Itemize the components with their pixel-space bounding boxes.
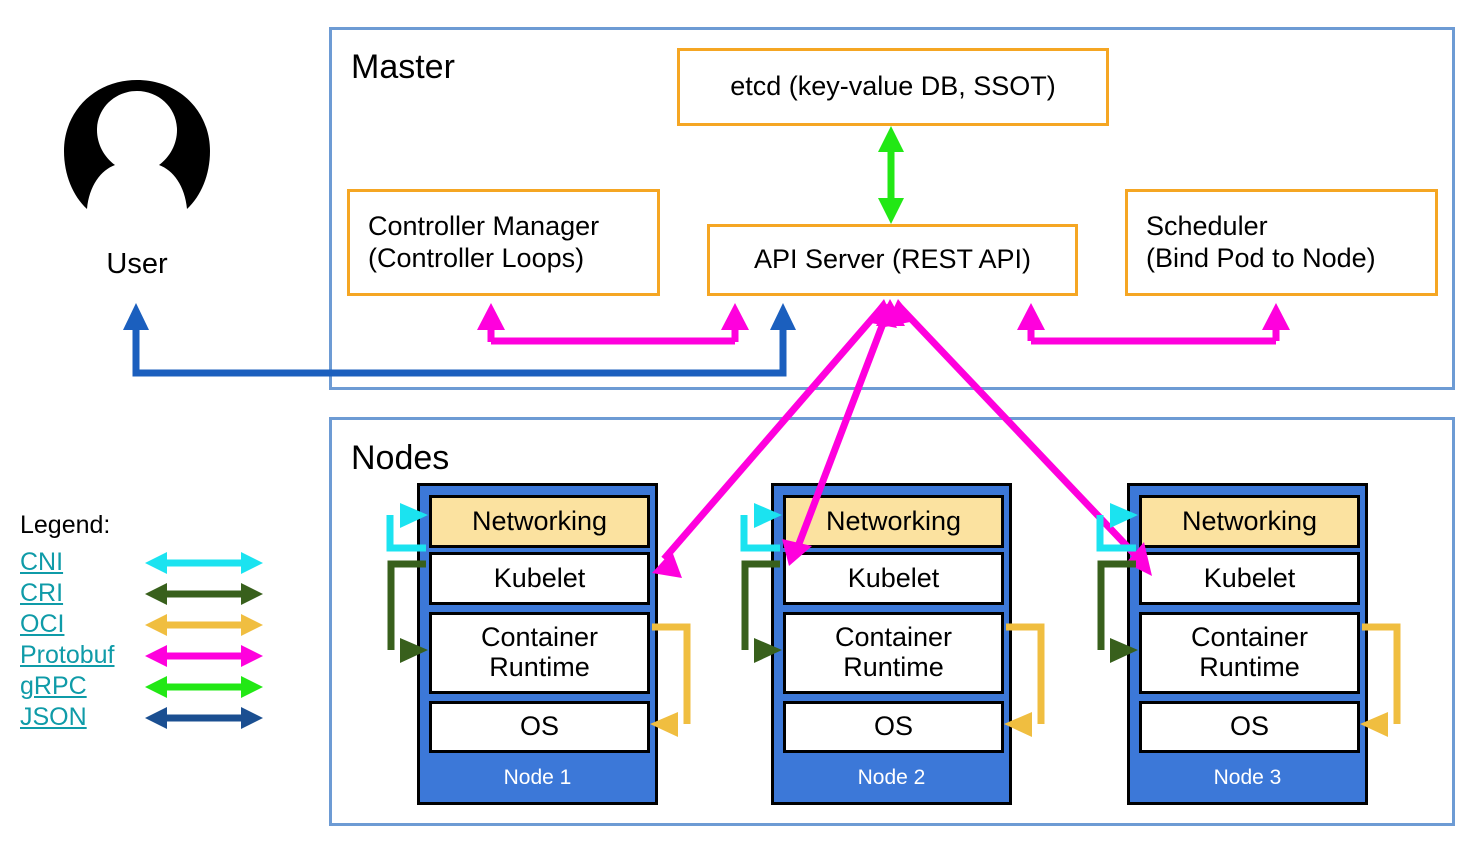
legend-label-cri[interactable]: CRI — [20, 579, 64, 607]
controller-manager-box[interactable]: Controller Manager (Controller Loops) — [347, 189, 660, 296]
etcd-label: etcd (key-value DB, SSOT) — [730, 71, 1056, 102]
legend-label-json[interactable]: JSON — [20, 703, 87, 731]
node-3-layer-os[interactable]: OS — [1139, 701, 1360, 753]
api-server-label: API Server (REST API) — [753, 244, 1032, 275]
controller-manager-line-2: (Controller Loops) — [368, 242, 585, 273]
legend-arrow-oci — [145, 613, 263, 636]
scheduler-line-1: Scheduler — [1146, 211, 1268, 242]
node-2-kubelet-label: Kubelet — [847, 562, 940, 593]
node-card-3[interactable]: Networking Kubelet Container Runtime OS … — [1127, 483, 1368, 805]
legend: Legend: CNI CRI OCI — [20, 513, 290, 733]
legend-label-grpc[interactable]: gRPC — [20, 672, 87, 700]
legend-arrow-cni — [145, 551, 263, 574]
node-1-container-runtime-label: Container Runtime — [480, 622, 599, 682]
controller-manager-line-1: Controller Manager — [368, 211, 600, 242]
node-1-kubelet-label: Kubelet — [493, 562, 586, 593]
legend-item-cri[interactable]: CRI — [20, 578, 290, 609]
legend-item-grpc[interactable]: gRPC — [20, 671, 290, 702]
nodes-group-title: Nodes — [351, 439, 450, 477]
node-2-layer-container-runtime[interactable]: Container Runtime — [783, 612, 1004, 694]
node-card-2[interactable]: Networking Kubelet Container Runtime OS … — [771, 483, 1012, 805]
legend-label-protobuf[interactable]: Protobuf — [20, 641, 115, 669]
node-3-layer-kubelet[interactable]: Kubelet — [1139, 552, 1360, 605]
legend-arrow-grpc — [145, 675, 263, 698]
legend-item-cni[interactable]: CNI — [20, 547, 290, 578]
controller-manager-label: Controller Manager (Controller Loops) — [368, 211, 599, 273]
legend-label-cni[interactable]: CNI — [20, 548, 64, 576]
node-1-networking-label: Networking — [471, 505, 608, 536]
node-3-kubelet-label: Kubelet — [1203, 562, 1296, 593]
scheduler-box[interactable]: Scheduler (Bind Pod to Node) — [1125, 189, 1438, 296]
node-3-layer-container-runtime[interactable]: Container Runtime — [1139, 612, 1360, 694]
node-3-layer-networking[interactable]: Networking — [1139, 495, 1360, 548]
node-3-os-label: OS — [1229, 711, 1269, 742]
node-1-layer-kubelet[interactable]: Kubelet — [429, 552, 650, 605]
node-2-layer-networking[interactable]: Networking — [783, 495, 1004, 548]
scheduler-line-2: (Bind Pod to Node) — [1146, 242, 1376, 273]
legend-arrow-protobuf — [145, 644, 263, 667]
node-2-networking-label: Networking — [825, 505, 962, 536]
node-3-networking-label: Networking — [1181, 505, 1318, 536]
master-group-title: Master — [351, 48, 455, 86]
node-3-name: Node 3 — [1213, 766, 1282, 789]
legend-item-protobuf[interactable]: Protobuf — [20, 640, 290, 671]
node-2-layer-os[interactable]: OS — [783, 701, 1004, 753]
node-1-layer-container-runtime[interactable]: Container Runtime — [429, 612, 650, 694]
user-avatar-icon — [64, 80, 210, 209]
legend-item-json[interactable]: JSON — [20, 702, 290, 733]
node-1-name: Node 1 — [503, 766, 572, 789]
node-card-1[interactable]: Networking Kubelet Container Runtime OS … — [417, 483, 658, 805]
legend-item-oci[interactable]: OCI — [20, 609, 290, 640]
legend-arrow-cri — [145, 582, 263, 605]
node-1-layer-os[interactable]: OS — [429, 701, 650, 753]
api-server-box[interactable]: API Server (REST API) — [707, 224, 1078, 296]
node-2-os-label: OS — [873, 711, 913, 742]
user-label: User — [106, 248, 168, 280]
legend-label-oci[interactable]: OCI — [20, 610, 65, 638]
legend-arrow-json — [145, 706, 263, 729]
scheduler-label: Scheduler (Bind Pod to Node) — [1146, 211, 1376, 273]
node-2-name: Node 2 — [857, 766, 926, 789]
node-2-layer-kubelet[interactable]: Kubelet — [783, 552, 1004, 605]
node-2-container-runtime-label: Container Runtime — [834, 622, 953, 682]
node-3-container-runtime-label: Container Runtime — [1190, 622, 1309, 682]
node-1-os-label: OS — [519, 711, 559, 742]
node-1-layer-networking[interactable]: Networking — [429, 495, 650, 548]
legend-title: Legend: — [20, 511, 111, 539]
etcd-box[interactable]: etcd (key-value DB, SSOT) — [677, 48, 1109, 126]
